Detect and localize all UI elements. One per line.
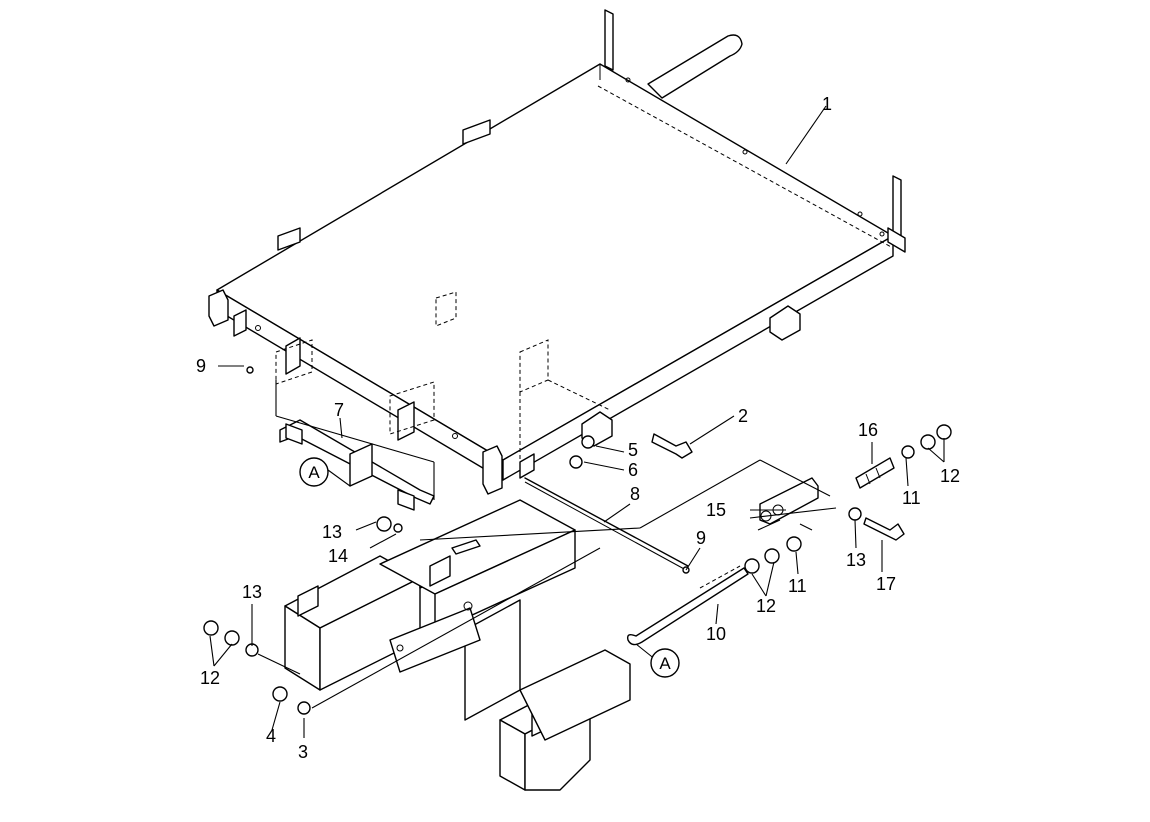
callout-15: 15 — [706, 500, 726, 520]
hinge-pin-assembly — [275, 380, 435, 511]
callout-16: 16 — [858, 420, 878, 440]
callout-3: 3 — [298, 742, 308, 762]
spring-part-16 — [855, 457, 895, 489]
callout-2: 2 — [738, 406, 748, 426]
callout-9-right: 9 — [696, 528, 706, 548]
bolt-part-2 — [651, 433, 693, 459]
callout-12-middle: 12 — [756, 596, 776, 616]
callout-13-upper: 13 — [322, 522, 342, 542]
callout-17: 17 — [876, 574, 896, 594]
callout-8: 8 — [630, 484, 640, 504]
tray-assembly — [208, 9, 906, 495]
rod-part-8 — [524, 477, 689, 571]
hitch-frame — [284, 499, 631, 791]
callout-10: 10 — [706, 624, 726, 644]
callout-11-right: 11 — [902, 488, 921, 508]
hardware — [203, 366, 952, 715]
callout-labels: 1 2 3 4 5 6 7 8 9 9 10 11 11 11 12 12 12… — [196, 94, 960, 762]
callout-6: 6 — [628, 460, 638, 480]
reference-marker-a-left: A — [299, 457, 329, 487]
svg-text:A: A — [308, 463, 320, 482]
callout-13-right: 13 — [846, 550, 866, 570]
leader-lines — [209, 105, 945, 738]
callout-12-right: 12 — [940, 466, 960, 486]
threaded-rod-part-10 — [626, 565, 749, 646]
callout-5: 5 — [628, 440, 638, 460]
callout-13-left: 13 — [242, 582, 262, 602]
svg-text:A: A — [659, 654, 671, 673]
callout-1: 1 — [822, 94, 832, 114]
callout-9-left: 9 — [196, 356, 206, 376]
callout-12-left: 12 — [200, 668, 220, 688]
callout-7: 7 — [334, 400, 344, 420]
callout-11-middle: 11 — [788, 576, 807, 596]
callout-14: 14 — [328, 546, 348, 566]
callout-4: 4 — [266, 726, 276, 746]
bracket-part-15 — [749, 477, 837, 525]
reference-marker-a-right: A — [650, 648, 680, 678]
bolt-part-17 — [863, 517, 905, 541]
